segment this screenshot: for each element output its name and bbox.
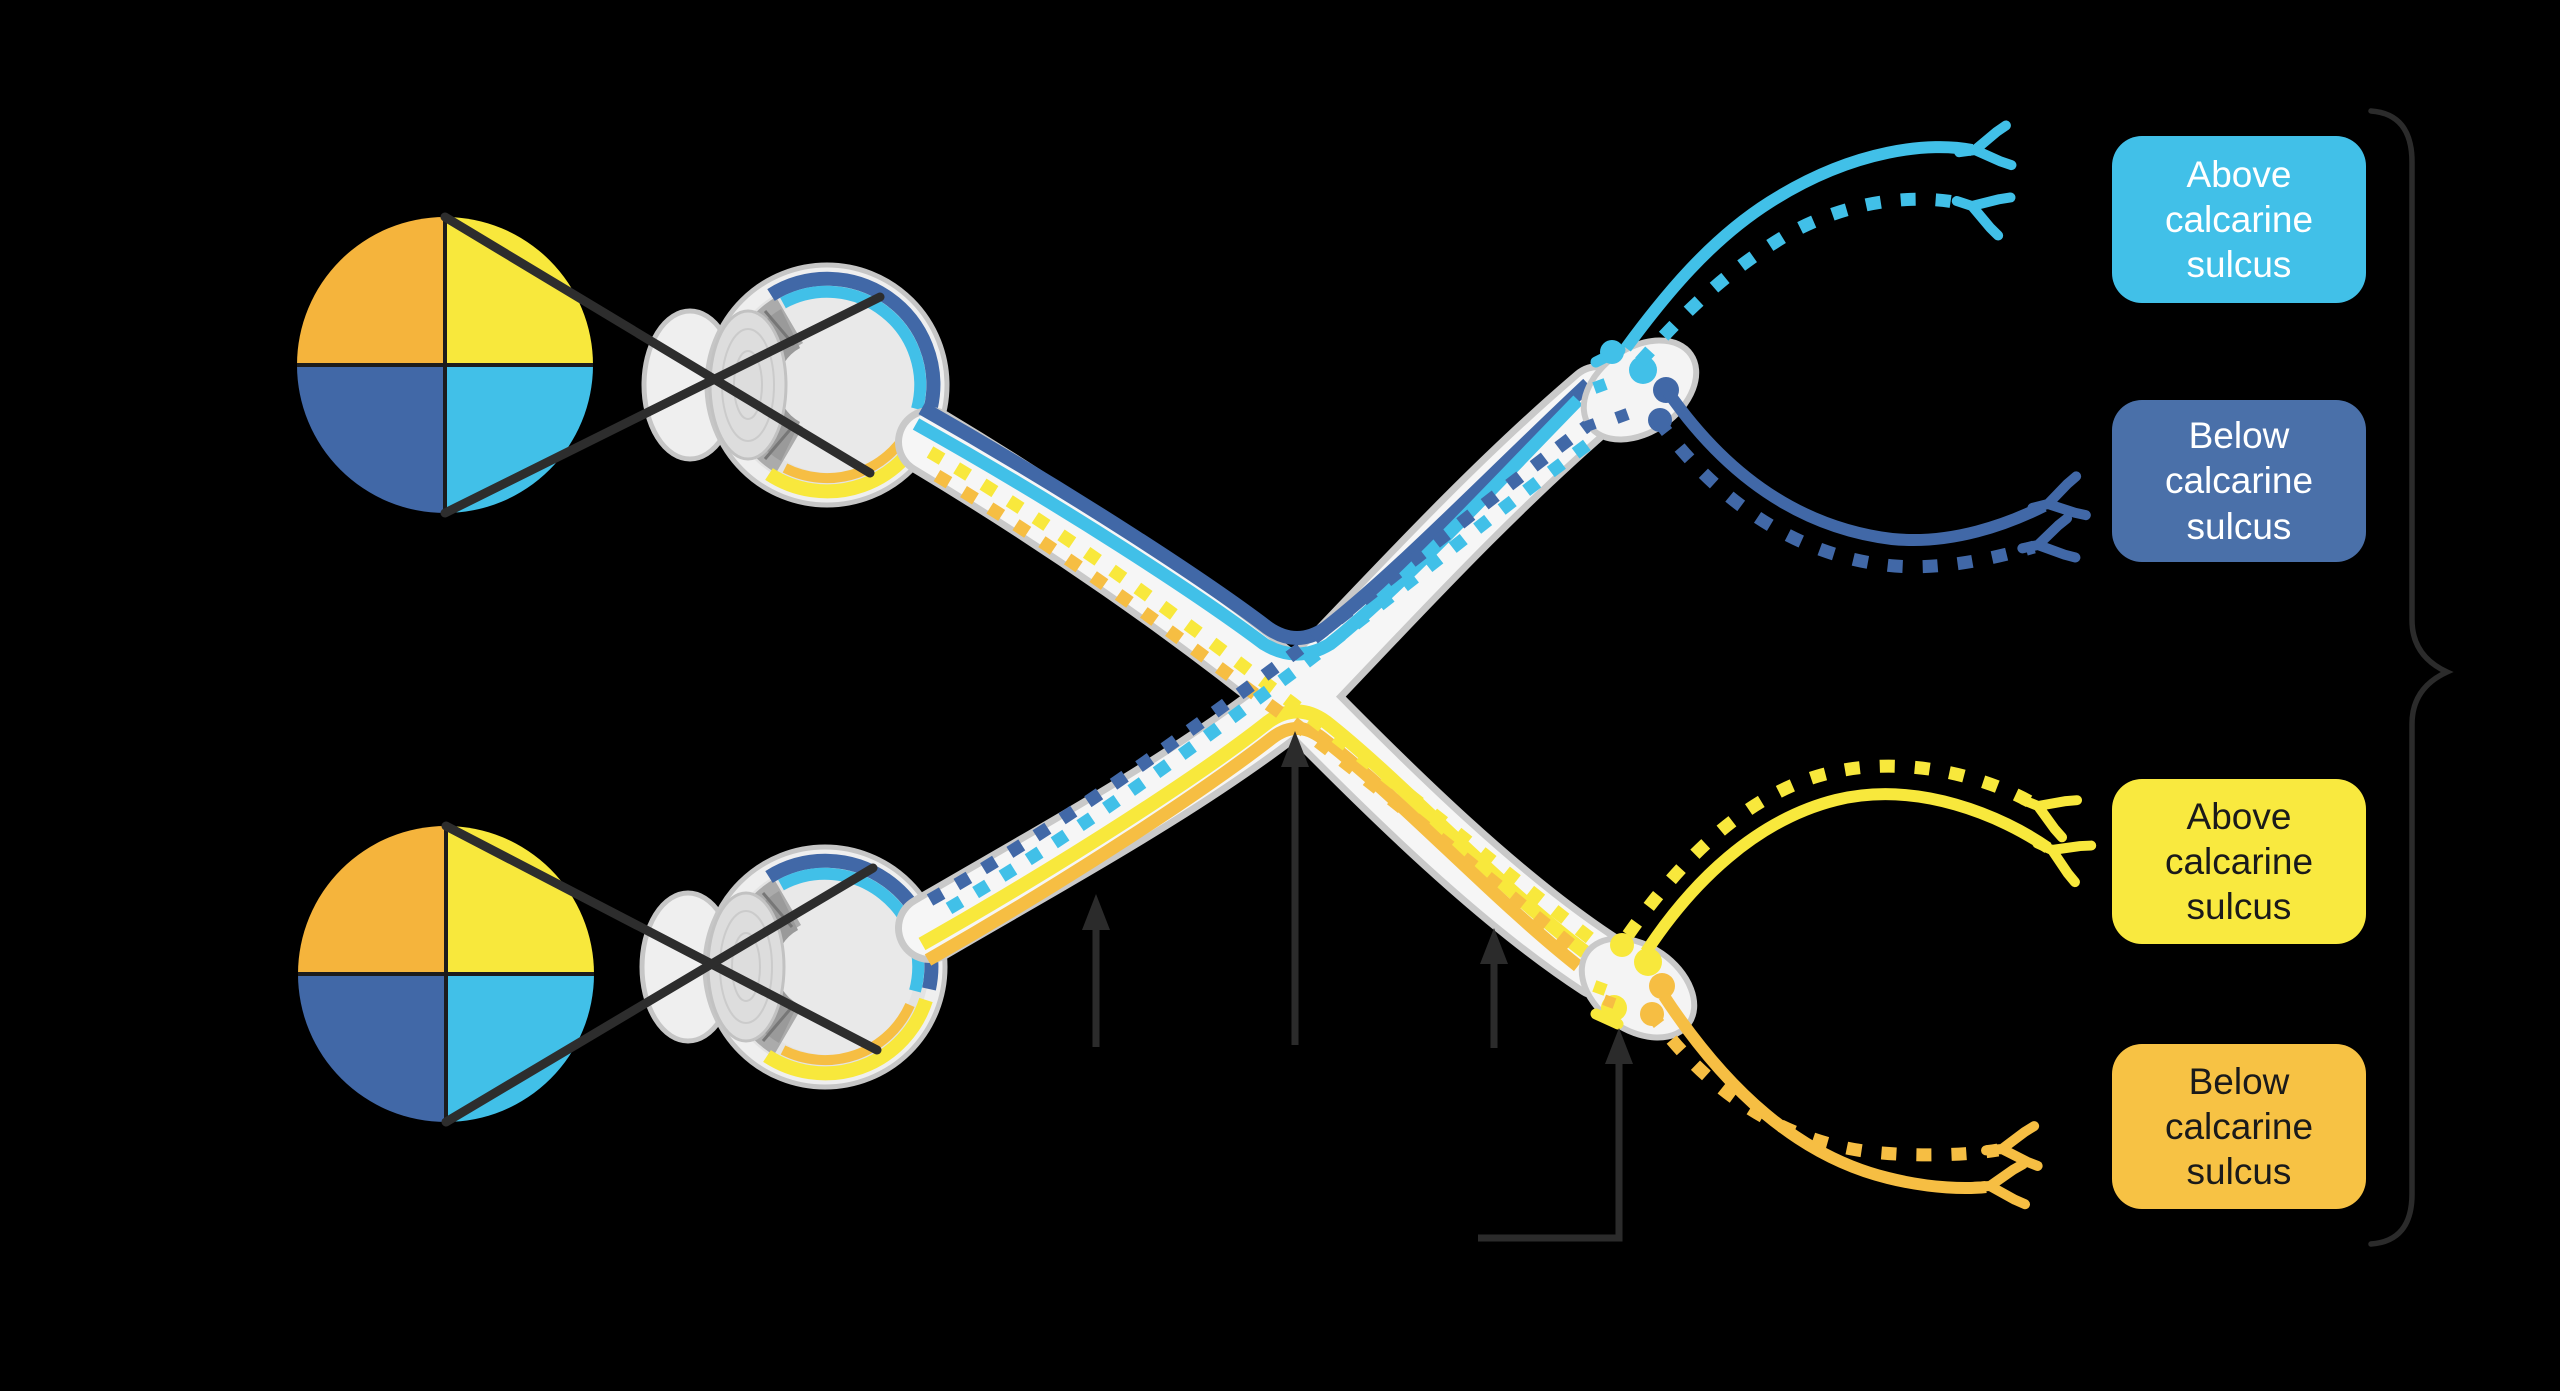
quadrant-lower-left [297, 365, 445, 513]
fiber-nasal-top-yellow-dashed [926, 446, 1604, 952]
pointer-arrow-lgn [1478, 1028, 1633, 1242]
axon-terminal-icon [2028, 476, 2086, 527]
fiber-nasal-top-amber-dashed [920, 462, 1593, 964]
optic-radiation-bottom [1622, 759, 2091, 1207]
optic-chiasm [895, 363, 1635, 1000]
pointer-arrows [1082, 731, 1633, 1242]
pointer-arrow-optic-nerve [1082, 894, 1110, 1047]
axon-terminal-icon [1973, 1164, 2025, 1207]
pointer-arrow-chiasm [1281, 731, 1309, 1045]
fiber-temporal-top-dark-blue [918, 378, 1593, 645]
axon-terminal-icon [1956, 125, 2011, 172]
fiber-temporal-bottom-yellow [918, 704, 1590, 958]
pointer-arrow-optic-tract [1480, 928, 1508, 1048]
quadrant-lower-right [445, 365, 593, 513]
label-box-above-calcarine-yellow: Above calcarine sulcus [2112, 779, 2366, 944]
quadrant-upper-right [445, 217, 593, 365]
quadrant-upper-right [446, 826, 594, 974]
axon-terminal-icon [2018, 518, 2075, 568]
optic-radiation-top [1621, 125, 2086, 574]
quadrant-lower-left [298, 974, 446, 1122]
axon-terminal-icon [1984, 1126, 2037, 1170]
grouping-brace [2368, 108, 2454, 1247]
eye-top [644, 265, 947, 505]
label-box-below-calcarine-amber: Below calcarine sulcus [2112, 1044, 2366, 1209]
visual-field-circle-top [297, 217, 593, 513]
visual-field-circle-bottom [298, 826, 594, 1122]
quadrant-lower-right [446, 974, 594, 1122]
axon-terminal-icon [1951, 182, 2011, 235]
quadrant-upper-left [298, 826, 446, 974]
label-box-below-calcarine-blue: Below calcarine sulcus [2112, 400, 2366, 562]
label-box-above-calcarine-blue: Above calcarine sulcus [2112, 136, 2366, 303]
quadrant-upper-left [297, 217, 445, 365]
light-ray-lines [440, 212, 885, 1127]
lgn-top [1580, 337, 1700, 443]
lgn-bottom [1578, 933, 1698, 1041]
fiber-nasal-bottom-lightblue-dashed [932, 428, 1606, 922]
eye-bottom [642, 847, 945, 1087]
fiber-nasal-bottom-darkblue-dashed [926, 412, 1602, 906]
